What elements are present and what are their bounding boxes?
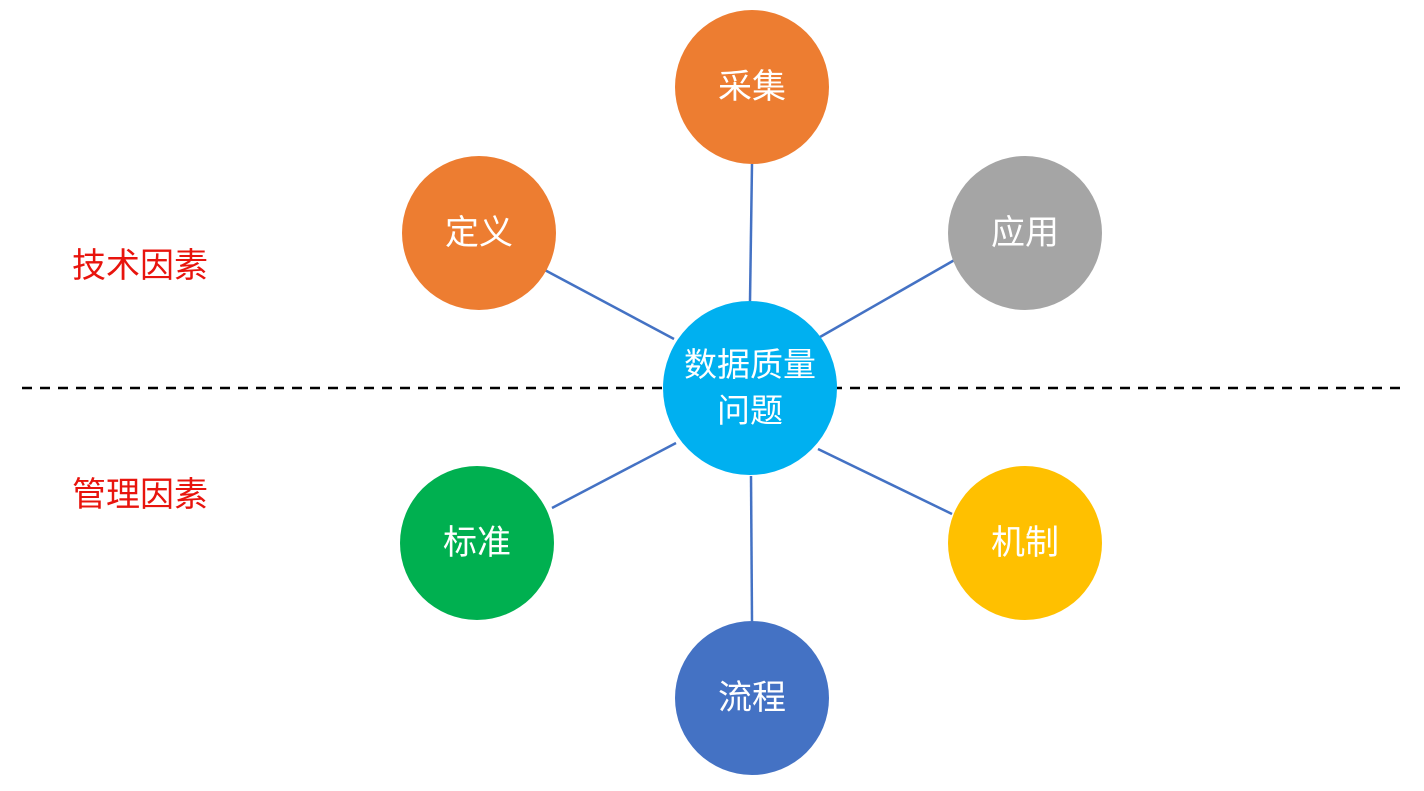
node-standard-label: 标准 [443,523,511,563]
node-apply-label: 应用 [991,213,1059,253]
node-mechanism: 机制 [948,466,1102,620]
center-node: 数据质量 问题 [663,301,837,475]
connector-standard [551,441,677,510]
node-collect-label: 采集 [718,67,786,107]
node-define: 定义 [402,156,556,310]
technical-factors-label: 技术因素 [72,246,208,286]
node-mechanism-label: 机制 [991,523,1059,563]
node-process: 流程 [675,621,829,775]
connector-collect [748,163,754,302]
center-node-line1: 数据质量 [684,345,816,384]
management-factors-label: 管理因素 [72,475,208,515]
connector-process [749,475,754,622]
node-collect: 采集 [675,10,829,164]
connector-define [540,266,675,341]
center-node-line2: 问题 [717,391,783,430]
connector-mechanism [817,447,953,516]
connector-apply [819,256,959,339]
node-process-label: 流程 [718,678,786,718]
node-define-label: 定义 [445,213,513,253]
node-apply: 应用 [948,156,1102,310]
node-standard: 标准 [400,466,554,620]
